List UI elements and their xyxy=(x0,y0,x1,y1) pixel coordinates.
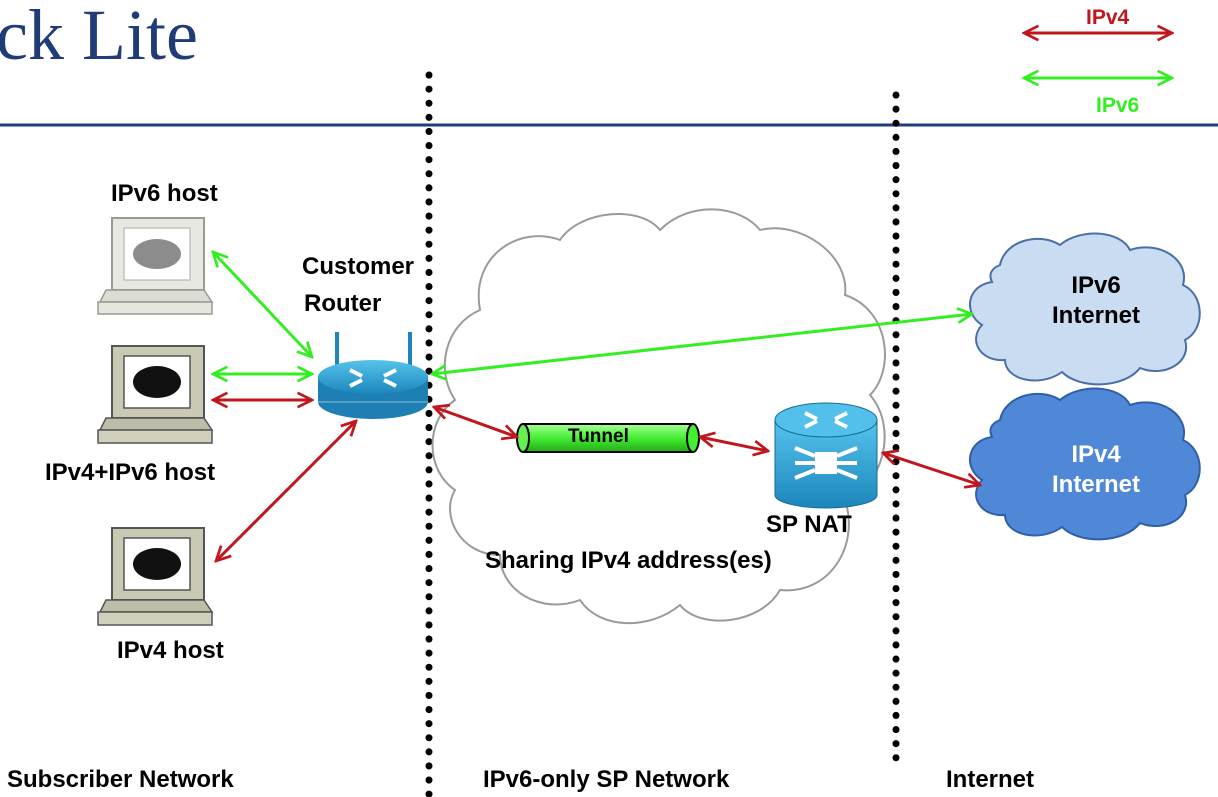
link-ipv4-host-router xyxy=(216,421,356,561)
customer-router-label-line1: Customer xyxy=(302,253,415,280)
zone-sp-label: IPv6-only SP Network xyxy=(483,766,730,793)
slide-title: ck Lite xyxy=(0,0,198,75)
ipv6-internet-line1: IPv6 xyxy=(1071,272,1121,299)
link-router-tunnel xyxy=(434,407,517,437)
ipv6-internet-line2: Internet xyxy=(1051,302,1140,329)
ipv6-internet-label: IPv6 Internet xyxy=(1026,271,1166,331)
sp-nat-device-icon xyxy=(774,402,878,509)
legend-ipv6-label: IPv6 xyxy=(1096,94,1140,117)
link-router-ipv6-internet xyxy=(432,314,972,374)
ipv6-host-computer xyxy=(97,217,214,315)
zone-internet-label: Internet xyxy=(946,766,1035,793)
legend-ipv4-label: IPv4 xyxy=(1086,6,1130,29)
ipv4-internet-line2: Internet xyxy=(1051,471,1140,498)
ipv4-host-computer xyxy=(97,527,214,626)
tunnel-label: Tunnel xyxy=(568,426,629,447)
zone-subscriber-label: Subscriber Network xyxy=(7,766,234,793)
link-nat-ipv4-internet xyxy=(883,453,980,485)
link-tunnel-nat xyxy=(700,437,768,451)
ipv4-host-label: IPv4 host xyxy=(117,637,224,664)
sp-nat-label: SP NAT xyxy=(766,511,852,538)
ipv4-internet-line1: IPv4 xyxy=(1071,441,1121,468)
ipv6-internet-cloud xyxy=(969,232,1201,386)
dual-stack-host-label: IPv4+IPv6 host xyxy=(45,459,216,486)
customer-router-icon xyxy=(318,332,428,419)
link-ipv6-host-router xyxy=(213,252,312,357)
customer-router-label-line2: Router xyxy=(304,290,382,317)
ipv6-host-label: IPv6 host xyxy=(111,180,218,207)
dual-stack-host-computer xyxy=(97,345,214,444)
ipv4-internet-label: IPv4 Internet xyxy=(1026,440,1166,500)
sp-nat-caption: Sharing IPv4 address(es) xyxy=(485,547,772,574)
